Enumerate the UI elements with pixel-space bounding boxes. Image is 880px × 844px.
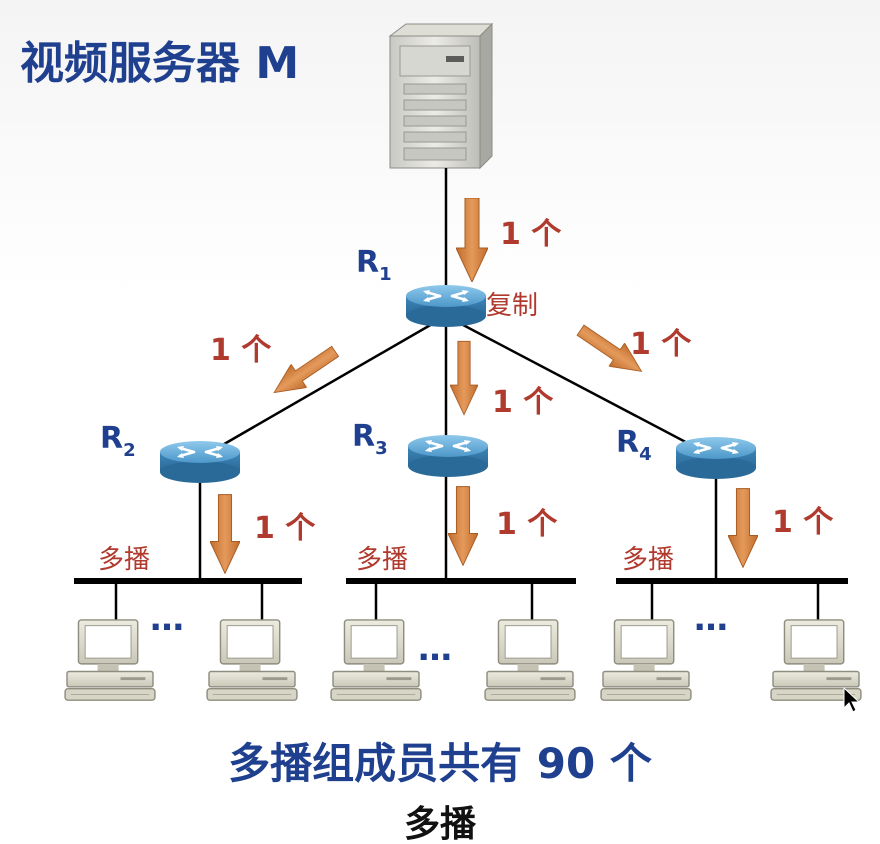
arrow-icon: [450, 340, 478, 416]
lan-bar: [74, 578, 302, 584]
router-label: R2: [100, 421, 136, 461]
ellipsis: …: [150, 599, 184, 639]
lan-segments: [74, 578, 848, 622]
router-icon: [408, 434, 488, 478]
computer-icon: [64, 619, 156, 701]
count-label: 1 个: [500, 217, 562, 252]
lan-bar: [346, 578, 576, 584]
svg-text:R4: R4: [616, 425, 652, 465]
multicast-label: 多播: [356, 545, 408, 575]
lan-bar: [616, 578, 848, 584]
svg-text:R3: R3: [352, 419, 388, 459]
arrow-icon: [210, 494, 240, 574]
arrow-icon: [728, 488, 758, 568]
router-label: R4: [616, 425, 652, 465]
computer-icon: [330, 619, 422, 701]
arrow-icon: [448, 486, 478, 566]
ellipsis: …: [418, 629, 452, 669]
count-label: 1 个: [772, 505, 834, 540]
svg-text:R1: R1: [356, 245, 392, 285]
members-summary: 多播组成员共有 90 个: [228, 739, 652, 788]
computer-icon: [484, 619, 576, 701]
computer-icon: [600, 619, 692, 701]
router-label: R1: [356, 245, 392, 285]
count-label: 1 个: [496, 507, 558, 542]
count-label: 1 个: [630, 327, 692, 362]
router-icon: [676, 436, 756, 480]
router-icon: [160, 440, 240, 484]
svg-text:R2: R2: [100, 421, 136, 461]
router-label: R3: [352, 419, 388, 459]
arrow-icon: [265, 339, 344, 405]
multicast-label: 多播: [98, 545, 150, 575]
links: [198, 168, 718, 580]
router-icon: [406, 284, 486, 328]
computer-icon: [770, 619, 862, 701]
bottom-caption: 多播: [404, 804, 477, 844]
arrow-icon: [456, 198, 488, 282]
count-label: 1 个: [210, 333, 272, 368]
count-label: 1 个: [254, 511, 316, 546]
server-icon: [388, 22, 494, 170]
copy-label: 复制: [486, 291, 538, 321]
computer-icon: [206, 619, 298, 701]
page-title: 视频服务器 M: [20, 38, 299, 89]
multicast-label: 多播: [622, 545, 674, 575]
count-label: 1 个: [492, 385, 554, 420]
ellipsis: …: [694, 599, 728, 639]
cursor-icon: [843, 686, 861, 713]
